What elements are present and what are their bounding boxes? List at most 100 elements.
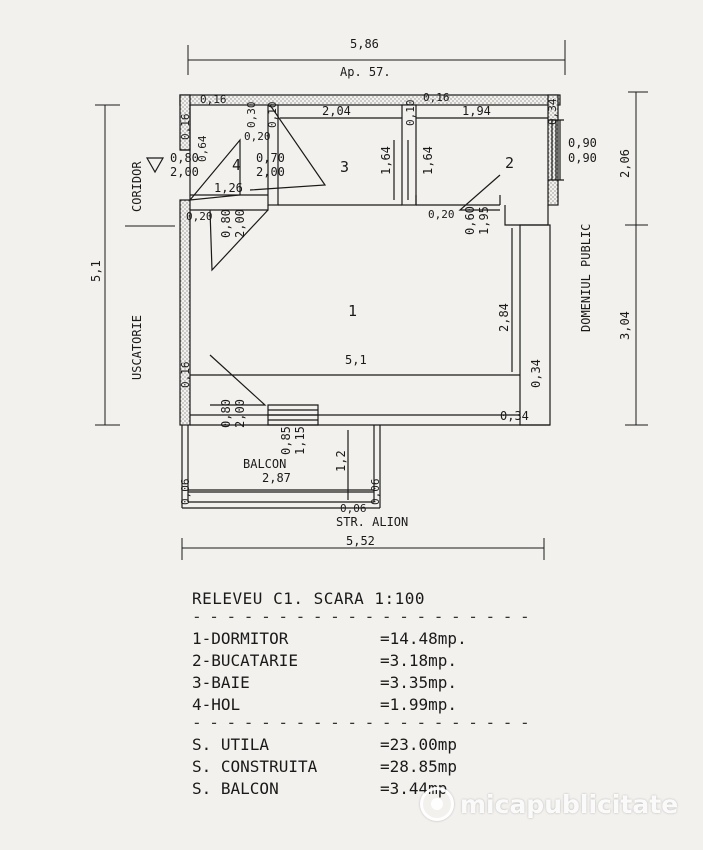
legend-total-value: =28.85mp (380, 757, 458, 776)
window-right (548, 119, 564, 181)
legend-row: 3-BAIE =3.35mp. (192, 672, 532, 694)
watermark-text: micapublicitate (460, 789, 679, 819)
dim-wall-top-far-right: 0,34 (546, 98, 559, 125)
legend-row: S. CONSTRUITA =28.85mp (192, 756, 532, 778)
legend-row: S. UTILA =23.00mp (192, 734, 532, 756)
legend-title: RELEVEU C1. SCARA 1:100 (192, 589, 426, 608)
dim-room2-height: 1,64 (421, 146, 435, 175)
opening-bath: 0,64 (196, 135, 209, 162)
room-1-number: 1 (348, 302, 357, 320)
legend-total-name: S. CONSTRUITA (192, 757, 318, 776)
wall-top (179, 94, 561, 106)
dim-room1-width: 5,1 (345, 353, 367, 367)
dim-right-upper: 2,06 (618, 149, 632, 178)
dim-balcon-wall-bottom: 0,06 (340, 502, 367, 515)
dim-inner-wall-a: 0,10 (266, 102, 279, 129)
dimension-lines (95, 40, 648, 560)
dim-bottom-total: 5,52 (346, 534, 375, 548)
wall-divider-3-2 (401, 104, 417, 206)
legend-totals: S. UTILA =23.00mp S. CONSTRUITA =28.85mp S… (192, 734, 532, 800)
label-street: STR. ALION (336, 515, 408, 529)
wall-right-upper (547, 94, 559, 206)
wall-left (179, 199, 191, 426)
room-2-number: 2 (505, 154, 514, 172)
label-domeniul-public: DOMENIUL PUBLIC (579, 224, 593, 332)
door-hol (249, 104, 327, 191)
dim-balcon-wall-left: 0,06 (179, 479, 192, 506)
legend-room-value: =1.99mp. (380, 695, 458, 714)
wall-divider-4-3 (267, 104, 279, 206)
legend-separator: - - - - - - - - - - - - - - - - - - - - … (192, 610, 532, 626)
legend-total-value: =23.00mp (380, 735, 458, 754)
label-balcon: BALCON (243, 457, 286, 471)
opening-window-w: 0,90 (568, 136, 597, 150)
opening-window-h: 0,90 (568, 151, 597, 165)
door-bedroom (209, 209, 269, 272)
dim-small-20b: 0,20 (428, 208, 455, 221)
wall-right (519, 224, 551, 426)
legend-room-name: 4-HOL (192, 695, 241, 714)
opening-kitchen-w: 0,60 (463, 206, 477, 235)
dim-room1-height: 2,84 (497, 303, 511, 332)
legend-separator: - - - - - - - - - - - - - - - - - - - - … (192, 716, 532, 732)
door-entry (188, 138, 241, 201)
opening-balcony-h: 2,00 (233, 399, 247, 428)
label-uscatorie: USCATORIE (130, 315, 144, 380)
dim-room3-height: 1,64 (379, 146, 393, 175)
dim-room3-width: 2,04 (322, 104, 351, 118)
legend-row: 4-HOL =1.99mp. (192, 694, 532, 716)
dim-hol-width: 1,26 (214, 181, 243, 195)
opening-balcwin-w: 0,85 (279, 426, 293, 455)
room-4-number: 4 (232, 156, 241, 174)
dim-balcon-width: 2,87 (262, 471, 291, 485)
legend-row: 2-BUCATARIE =3.18mp. (192, 650, 532, 672)
dim-wall-left-b: 0,16 (179, 362, 192, 389)
legend-room-value: =3.35mp. (380, 673, 458, 692)
opening-hol-side-w: 0,80 (219, 209, 233, 238)
dim-balcon-wall-right: 0,06 (369, 479, 382, 506)
watermark-logo-icon (420, 787, 454, 821)
plan-lines (180, 104, 564, 509)
opening-entry-h: 2,00 (170, 165, 199, 179)
watermark-logo: micapublicitate (420, 787, 678, 821)
dim-room2-width: 1,94 (462, 104, 491, 118)
balcony-window (267, 404, 319, 426)
legend-row: 1-DORMITOR =14.48mp. (192, 628, 532, 650)
dim-top-total: 5,86 (350, 37, 379, 51)
opening-hol-h: 2,00 (256, 165, 285, 179)
door-balcony (209, 354, 267, 406)
apartment-label: Ap. 57. (340, 65, 391, 79)
legend-room-name: 2-BUCATARIE (192, 651, 298, 670)
label-coridor: CORIDOR (130, 161, 144, 212)
opening-balcwin-h: 1,15 (293, 426, 307, 455)
legend-room-name: 1-DORMITOR (192, 629, 289, 648)
opening-hol-w: 0,70 (256, 151, 285, 165)
opening-entry-w: 0,80 (170, 151, 199, 165)
dim-inner-wall-b: 0,10 (404, 100, 417, 127)
legend-room-value: =3.18mp. (380, 651, 458, 670)
entry-arrow-icon (145, 157, 165, 174)
dim-right-lower: 3,04 (618, 311, 632, 340)
legend-room-name: 3-BAIE (192, 673, 250, 692)
dim-wall-top-left: 0,16 (200, 93, 227, 106)
dim-wall-left-a: 0,16 (179, 114, 192, 141)
dim-balcon-depth: 1,2 (334, 450, 348, 472)
legend-total-name: S. BALCON (192, 779, 279, 798)
legend-room-value: =14.48mp. (380, 629, 467, 648)
dim-right-wall-bottom: 0,34 (500, 409, 529, 423)
legend-total-name: S. UTILA (192, 735, 270, 754)
balcony (181, 425, 381, 509)
dim-wall-cor: 0,30 (245, 102, 258, 129)
legend-rooms: 1-DORMITOR=14.48mp. 2-BUCATARIE=3.18mp. … (192, 628, 532, 716)
room-3-number: 3 (340, 158, 349, 176)
opening-balcony-w: 0,80 (219, 399, 233, 428)
opening-kitchen-h: 1,95 (477, 206, 491, 235)
door-kitchen (458, 174, 501, 211)
dim-wall-cor2: 0,20 (244, 130, 271, 143)
dim-wall-top-right: 0,16 (423, 91, 450, 104)
dim-left-total: 5,1 (89, 260, 103, 282)
area-legend: RELEVEU C1. SCARA 1:100 - - - - - - - - … (192, 588, 532, 800)
dim-right-wall: 0,34 (529, 359, 543, 388)
dim-small-20a: 0,20 (186, 210, 213, 223)
